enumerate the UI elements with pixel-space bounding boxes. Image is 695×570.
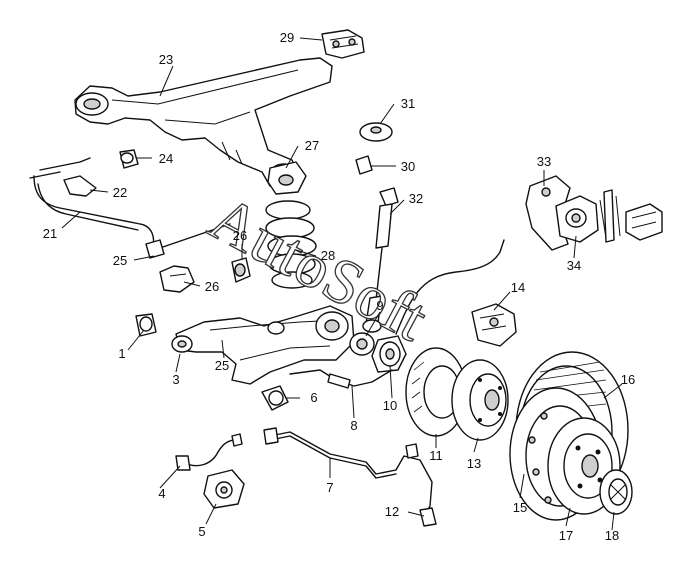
part-5-caliper-housing bbox=[203, 469, 245, 509]
part-20-clamp bbox=[63, 175, 97, 197]
part-28-coil-spring bbox=[265, 200, 317, 289]
part-34-brake-caliper bbox=[555, 195, 599, 243]
callout-12: 12 bbox=[385, 504, 399, 519]
callout-18: 18 bbox=[605, 528, 619, 543]
part-22-bushing bbox=[119, 149, 139, 169]
callout-21: 23 bbox=[159, 52, 173, 67]
part-26-bump-stop bbox=[231, 257, 251, 283]
callout-34: 34 bbox=[567, 258, 581, 273]
callout-22: 24 bbox=[159, 151, 173, 166]
callout-9: 9 bbox=[376, 298, 383, 313]
part-14-handbrake-mechanism bbox=[471, 303, 517, 347]
part-7-brake-line bbox=[263, 427, 433, 517]
part-25-trailing-arm bbox=[175, 305, 355, 385]
part-8-brake-hose bbox=[289, 369, 393, 389]
part-32-shock-absorber bbox=[362, 187, 399, 333]
part-24-clamp-bracket bbox=[159, 265, 195, 293]
callout-13: 13 bbox=[467, 456, 481, 471]
leader-lines bbox=[61, 37, 623, 531]
part-29-mount-bracket bbox=[321, 29, 365, 59]
part-3-arm-bushing bbox=[171, 335, 193, 353]
callout-labels: 23 29 24 22 21 25 26 27 26 28 31 30 32 3… bbox=[43, 30, 635, 543]
callout-8: 8 bbox=[350, 418, 357, 433]
part-12-hose-fitting bbox=[419, 507, 437, 527]
brake-pads-and-clips bbox=[599, 189, 663, 243]
callout-25: 25 bbox=[215, 358, 229, 373]
callout-10: 10 bbox=[383, 398, 397, 413]
callout-15: 15 bbox=[513, 500, 527, 515]
callout-30: 30 bbox=[401, 159, 415, 174]
callout-28: 28 bbox=[321, 248, 335, 263]
callout-6: 6 bbox=[310, 390, 317, 405]
callout-4: 4 bbox=[158, 486, 165, 501]
callout-16: 16 bbox=[621, 372, 635, 387]
callout-11: 11 bbox=[429, 448, 443, 463]
callout-27: 27 bbox=[305, 138, 319, 153]
part-19-stabilizer-bar bbox=[29, 157, 231, 259]
callout-31: 31 bbox=[401, 96, 415, 111]
callout-23: 25 bbox=[113, 253, 127, 268]
part-11-backing-plate bbox=[405, 347, 467, 437]
callout-24: 26 bbox=[205, 279, 219, 294]
callout-26: 26 bbox=[233, 228, 247, 243]
part-13-wheel-hub bbox=[451, 359, 509, 441]
callout-5: 5 bbox=[198, 524, 205, 539]
part-9-bearing-ring bbox=[349, 332, 375, 356]
callout-20: 22 bbox=[113, 185, 127, 200]
callout-17: 17 bbox=[559, 528, 573, 543]
part-6-bushing bbox=[261, 385, 289, 411]
callout-32: 32 bbox=[409, 191, 423, 206]
part-30-nut bbox=[355, 155, 373, 175]
part-1-bushing bbox=[135, 313, 157, 337]
callout-14: 14 bbox=[511, 280, 525, 295]
callout-1: 1 bbox=[118, 346, 125, 361]
callout-7: 7 bbox=[326, 480, 333, 495]
callout-19: 21 bbox=[43, 226, 57, 241]
callout-33: 33 bbox=[537, 154, 551, 169]
part-4-brake-hose bbox=[175, 433, 243, 471]
abs-sensor-cable bbox=[395, 239, 505, 335]
callout-3: 3 bbox=[172, 372, 179, 387]
part-27-spring-seat bbox=[267, 161, 307, 195]
part-31-washer bbox=[359, 122, 393, 142]
part-10-wheel-bearing bbox=[371, 335, 407, 373]
part-18-hubcap bbox=[599, 469, 633, 515]
callout-29: 29 bbox=[280, 30, 294, 45]
